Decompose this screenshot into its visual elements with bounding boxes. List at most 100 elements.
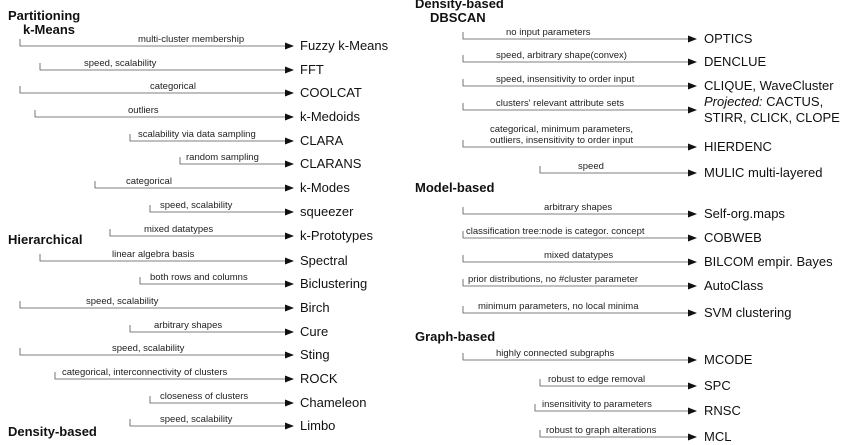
arrow-head — [688, 169, 697, 177]
branch-label: minimum parameters, no local minima — [478, 301, 639, 312]
connector-line — [179, 157, 290, 165]
branch-cobweb: classification tree:node is categor. con… — [462, 226, 762, 245]
branch-label: linear algebra basis — [112, 249, 195, 260]
branch-label: speed, scalability — [160, 200, 233, 211]
branch-spc: robust to edge removal SPC — [539, 374, 731, 393]
connector-line — [462, 231, 693, 239]
algorithm-name: k-Medoids — [300, 109, 360, 124]
algorithm-name: Projected: CACTUS,STIRR, CLICK, CLOPE — [704, 94, 840, 125]
algorithm-name: Self-org.maps — [704, 206, 785, 221]
arrow-head — [688, 210, 697, 218]
algorithm-name: BILCOM empir. Bayes — [704, 254, 833, 269]
arrow-head — [285, 257, 294, 265]
arrow-head — [285, 375, 294, 383]
branch-rock: categorical, interconnectivity of cluste… — [54, 367, 338, 386]
algorithm-name: Cure — [300, 324, 328, 339]
branch-label: categorical, minimum parameters,outliers… — [490, 124, 633, 146]
arrow-head — [688, 356, 697, 364]
algorithm-name: Limbo — [300, 418, 335, 433]
branch-label: mixed datatypes — [144, 224, 213, 235]
branch-label: arbitrary shapes — [544, 202, 612, 213]
section-title: Graph-based — [415, 329, 495, 344]
algorithm-name: CLARA — [300, 133, 344, 148]
branch-hierdenc: categorical, minimum parameters,outliers… — [462, 124, 772, 154]
connector-line — [139, 277, 290, 285]
connector-line — [149, 205, 290, 213]
algorithm-name: MCL — [704, 429, 731, 444]
algorithm-name: ROCK — [300, 371, 338, 386]
arrow-head — [285, 208, 294, 216]
arrow-head — [688, 58, 697, 66]
branch-label: closeness of clusters — [160, 391, 248, 402]
connector-line — [19, 86, 290, 94]
branch-label: robust to edge removal — [548, 374, 645, 385]
connector-line — [462, 140, 693, 148]
algorithm-name: SVM clustering — [704, 305, 791, 320]
algorithm-name: MCODE — [704, 352, 753, 367]
branch-denclue: speed, arbitrary shape(convex)DENCLUE — [462, 50, 766, 69]
connector-line — [19, 348, 290, 356]
algorithm-name: HIERDENC — [704, 139, 772, 154]
algorithm-name: COBWEB — [704, 230, 762, 245]
arrow-head — [285, 66, 294, 74]
connector-line — [129, 134, 290, 142]
connector-line — [39, 63, 290, 71]
algorithm-name: k-Modes — [300, 180, 350, 195]
algorithm-name: FFT — [300, 62, 324, 77]
branch-label: speed, scalability — [112, 343, 185, 354]
connector-line — [34, 110, 290, 118]
arrow-head — [688, 143, 697, 151]
algorithm-name: OPTICS — [704, 31, 753, 46]
arrow-head — [285, 137, 294, 145]
connector-line — [462, 353, 693, 361]
connector-line — [129, 419, 290, 427]
algorithm-name: Fuzzy k-Means — [300, 38, 389, 53]
algorithm-name: SPC — [704, 378, 731, 393]
connector-line — [462, 103, 693, 111]
connector-line — [109, 229, 290, 237]
connector-line — [54, 372, 290, 380]
connector-line — [149, 396, 290, 404]
connector-line — [462, 279, 693, 287]
algorithm-name: Spectral — [300, 253, 348, 268]
branch-spectral: linear algebra basis Spectral — [39, 249, 348, 268]
branch-label: mixed datatypes — [544, 250, 613, 261]
connector-line — [129, 325, 290, 333]
branch-self-org-maps: arbitrary shapes Self-org.maps — [462, 202, 785, 221]
branch-bilcom-empir-bayes: mixed datatypes BILCOM empir. Bayes — [462, 250, 833, 269]
algorithm-name: Sting — [300, 347, 330, 362]
arrow-head — [688, 234, 697, 242]
connector-line — [462, 306, 693, 314]
branch-label: random sampling — [186, 152, 259, 163]
connector-line — [39, 254, 290, 262]
algorithm-name: MULIC multi-layered — [704, 165, 822, 180]
arrow-head — [688, 433, 697, 441]
branch-label: categorical, interconnectivity of cluste… — [62, 367, 228, 378]
algorithm-name: Birch — [300, 300, 330, 315]
algorithm-name: RNSC — [704, 403, 741, 418]
branch-label: speed, insensitivity to order input — [496, 74, 635, 85]
section-title: Hierarchical — [8, 232, 82, 247]
arrow-head — [688, 106, 697, 114]
algorithm-name: AutoClass — [704, 278, 764, 293]
